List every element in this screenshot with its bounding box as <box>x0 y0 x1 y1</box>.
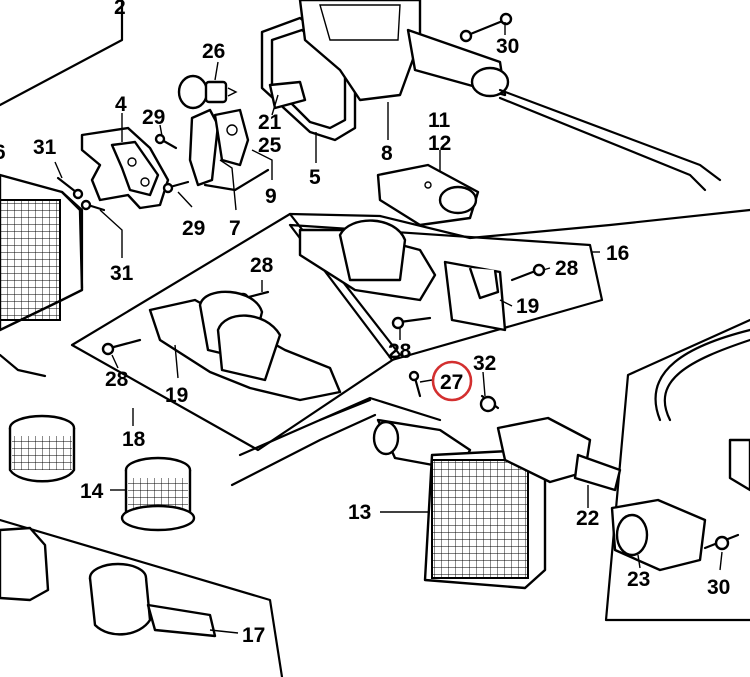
part-23-socket <box>610 328 750 572</box>
screw-29-upper <box>154 133 178 150</box>
callout-28-upper-center: 28 <box>250 254 274 277</box>
callout-7: 7 <box>229 217 241 240</box>
frame-line-top-left <box>0 0 124 107</box>
screw-30-top <box>459 12 513 43</box>
callout-23: 23 <box>627 568 650 591</box>
part-7-9-socket <box>188 108 270 192</box>
screw-28-lower-center <box>391 316 432 330</box>
frame-bottom-left <box>0 518 284 677</box>
callout-30-bottom: 30 <box>707 576 730 599</box>
callout-11: 11 <box>428 109 451 132</box>
part-16-clamp-assembly <box>298 219 507 332</box>
part-grommet-left <box>8 414 76 483</box>
frame-group-16 <box>288 223 604 362</box>
frame-group-18 <box>70 212 402 452</box>
part-8-housing <box>298 0 722 192</box>
callout-19-right: 19 <box>516 295 539 318</box>
screw-28-right <box>510 263 546 282</box>
callout-29-top: 29 <box>142 106 165 129</box>
callout-14: 14 <box>80 480 104 503</box>
callout-32: 32 <box>473 352 496 375</box>
part-5-gasket <box>260 16 357 142</box>
callout-28-right: 28 <box>555 257 579 280</box>
callout-31-top: 31 <box>33 136 57 159</box>
callout-26: 26 <box>202 40 225 63</box>
callout-17: 17 <box>242 624 265 647</box>
callout-9: 9 <box>265 185 277 208</box>
callout-18: 18 <box>122 428 146 451</box>
callout-28-left: 28 <box>105 368 129 391</box>
callout-21: 21 <box>258 111 282 134</box>
callout-12: 12 <box>428 132 451 155</box>
callout-13: 13 <box>348 501 371 524</box>
callout-31-bottom: 31 <box>110 262 134 285</box>
callout-25: 25 <box>258 134 282 157</box>
callout-29-bottom: 29 <box>182 217 205 240</box>
part-14-grommet <box>120 456 196 532</box>
part-17-stay <box>88 562 217 638</box>
callout-16: 16 <box>606 242 629 265</box>
callout-6: 6 <box>0 141 6 164</box>
part-11-12-socket <box>376 163 480 227</box>
screw-30-bottom <box>703 533 740 551</box>
part-22-socket <box>496 416 622 492</box>
screw-29-lower <box>162 180 190 194</box>
highlight-circle <box>431 360 473 402</box>
part-4-bracket-plate <box>80 126 170 210</box>
screw-31-lower <box>80 199 106 212</box>
part-6-rear-lamp <box>0 173 84 332</box>
callout-2: 2 <box>114 0 126 19</box>
callout-28-lower-center: 28 <box>388 340 412 363</box>
screw-32 <box>479 394 500 413</box>
callout-8: 8 <box>381 142 393 165</box>
part-clamp-left <box>0 526 50 602</box>
part-26-bulb <box>177 74 238 110</box>
callout-4: 4 <box>115 93 127 116</box>
screw-27 <box>408 370 422 398</box>
callout-19-left: 19 <box>165 384 188 407</box>
screw-28-left <box>101 338 142 356</box>
part-13-turn-signal <box>318 396 547 590</box>
frame-right <box>604 318 750 622</box>
callout-27: 27 <box>440 371 463 394</box>
frame-lower-left <box>0 353 47 378</box>
callout-22: 22 <box>576 507 599 530</box>
part-18-clamp-assembly <box>148 290 377 487</box>
callout-5: 5 <box>309 166 321 189</box>
leader-lines <box>54 22 723 634</box>
callout-30-top: 30 <box>496 35 519 58</box>
screw-31-upper <box>56 176 84 200</box>
